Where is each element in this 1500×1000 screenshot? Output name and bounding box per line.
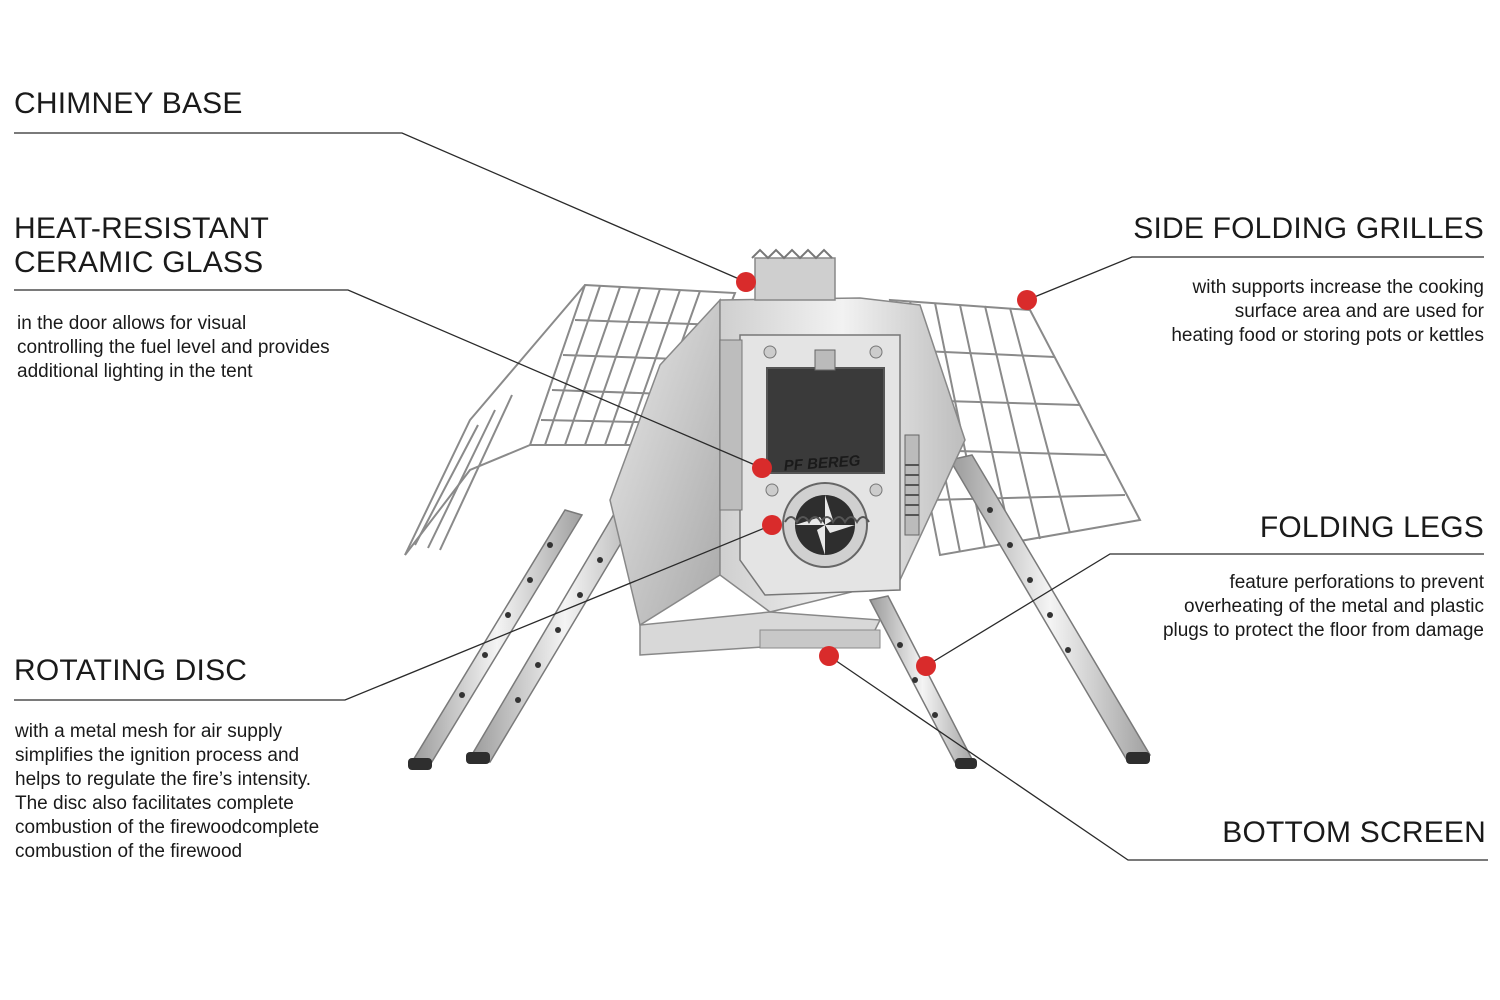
ceramic-glass-title: HEAT-RESISTANT CERAMIC GLASS (14, 212, 269, 280)
leader-bottom-screen (828, 655, 1488, 861)
stove-brand-text: PF BEREG (783, 452, 861, 474)
stove-body (609, 248, 966, 656)
bottom-screen-title: BOTTOM SCREEN (1222, 816, 1486, 849)
marker-ceramic-glass (752, 458, 772, 478)
side-grilles-description: with supports increase the cooking surfa… (1171, 276, 1484, 348)
description-line: combustion of the firewood (15, 841, 243, 862)
description-line: controlling the fuel level and provides (17, 337, 330, 358)
description-line: combustion of the firewoodcomplete (15, 817, 320, 838)
description-line: The disc also facilitates complete (15, 793, 294, 814)
marker-side-grilles (1017, 290, 1037, 310)
description-line: in the door allows for visual (17, 313, 247, 334)
left-grille (404, 283, 737, 556)
marker-folding-legs (916, 656, 936, 676)
leader-ceramic-glass (14, 289, 763, 469)
description-line: plugs to protect the floor from damage (1162, 620, 1484, 641)
rotating-disc-description: with a metal mesh for air supply simplif… (15, 720, 319, 864)
leader-lines (14, 132, 1488, 861)
folding-legs-title: FOLDING LEGS (1259, 511, 1484, 544)
leader-rotating-disc (14, 524, 773, 701)
marker-chimney-base (736, 272, 756, 292)
description-line: surface area and are used for (1234, 301, 1484, 322)
description-line: with a metal mesh for air supply (15, 721, 283, 742)
description-line: additional lighting in the tent (17, 361, 253, 382)
leader-side-grilles (1026, 256, 1484, 301)
description-line: heating food or storing pots or kettles (1171, 325, 1484, 346)
description-line: simplifies the ignition process and (15, 745, 300, 766)
chimney-base-title: CHIMNEY BASE (14, 87, 243, 120)
marker-bottom-screen (819, 646, 839, 666)
ceramic-glass-title-line: CERAMIC GLASS (14, 246, 264, 279)
leader-folding-legs (925, 553, 1484, 667)
rotating-disc-title: ROTATING DISC (14, 654, 248, 687)
ceramic-glass-description: in the door allows for visual controllin… (17, 312, 330, 384)
description-line: with supports increase the cooking (1192, 277, 1485, 298)
markers (736, 272, 1037, 676)
ceramic-glass-title-line: HEAT-RESISTANT (14, 212, 270, 245)
marker-rotating-disc (762, 515, 782, 535)
description-line: overheating of the metal and plastic (1184, 596, 1484, 617)
description-line: helps to regulate the fire’s intensity. (15, 769, 312, 790)
leader-chimney-base (14, 132, 747, 283)
side-grilles-title: SIDE FOLDING GRILLES (1133, 212, 1484, 245)
folding-legs-description: feature perforations to prevent overheat… (1163, 571, 1484, 643)
description-line: feature perforations to prevent (1229, 572, 1484, 593)
